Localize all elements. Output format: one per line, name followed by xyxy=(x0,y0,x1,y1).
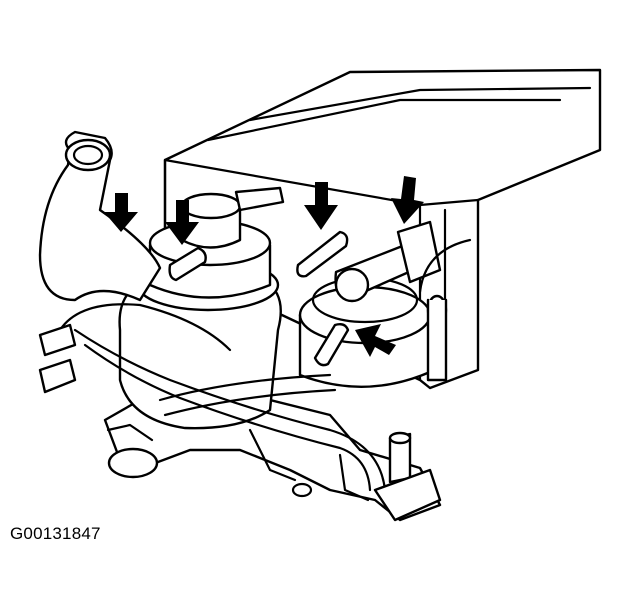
arrow-5 xyxy=(355,324,396,357)
pointer-arrows xyxy=(104,176,424,357)
arrow-1 xyxy=(104,193,138,232)
arrow-3 xyxy=(304,182,338,230)
arrow-2 xyxy=(165,200,199,245)
figure-id-label: G00131847 xyxy=(10,524,101,543)
purge-valve-right xyxy=(296,220,448,388)
arrow-4 xyxy=(391,176,424,224)
hose-routing xyxy=(38,130,472,522)
